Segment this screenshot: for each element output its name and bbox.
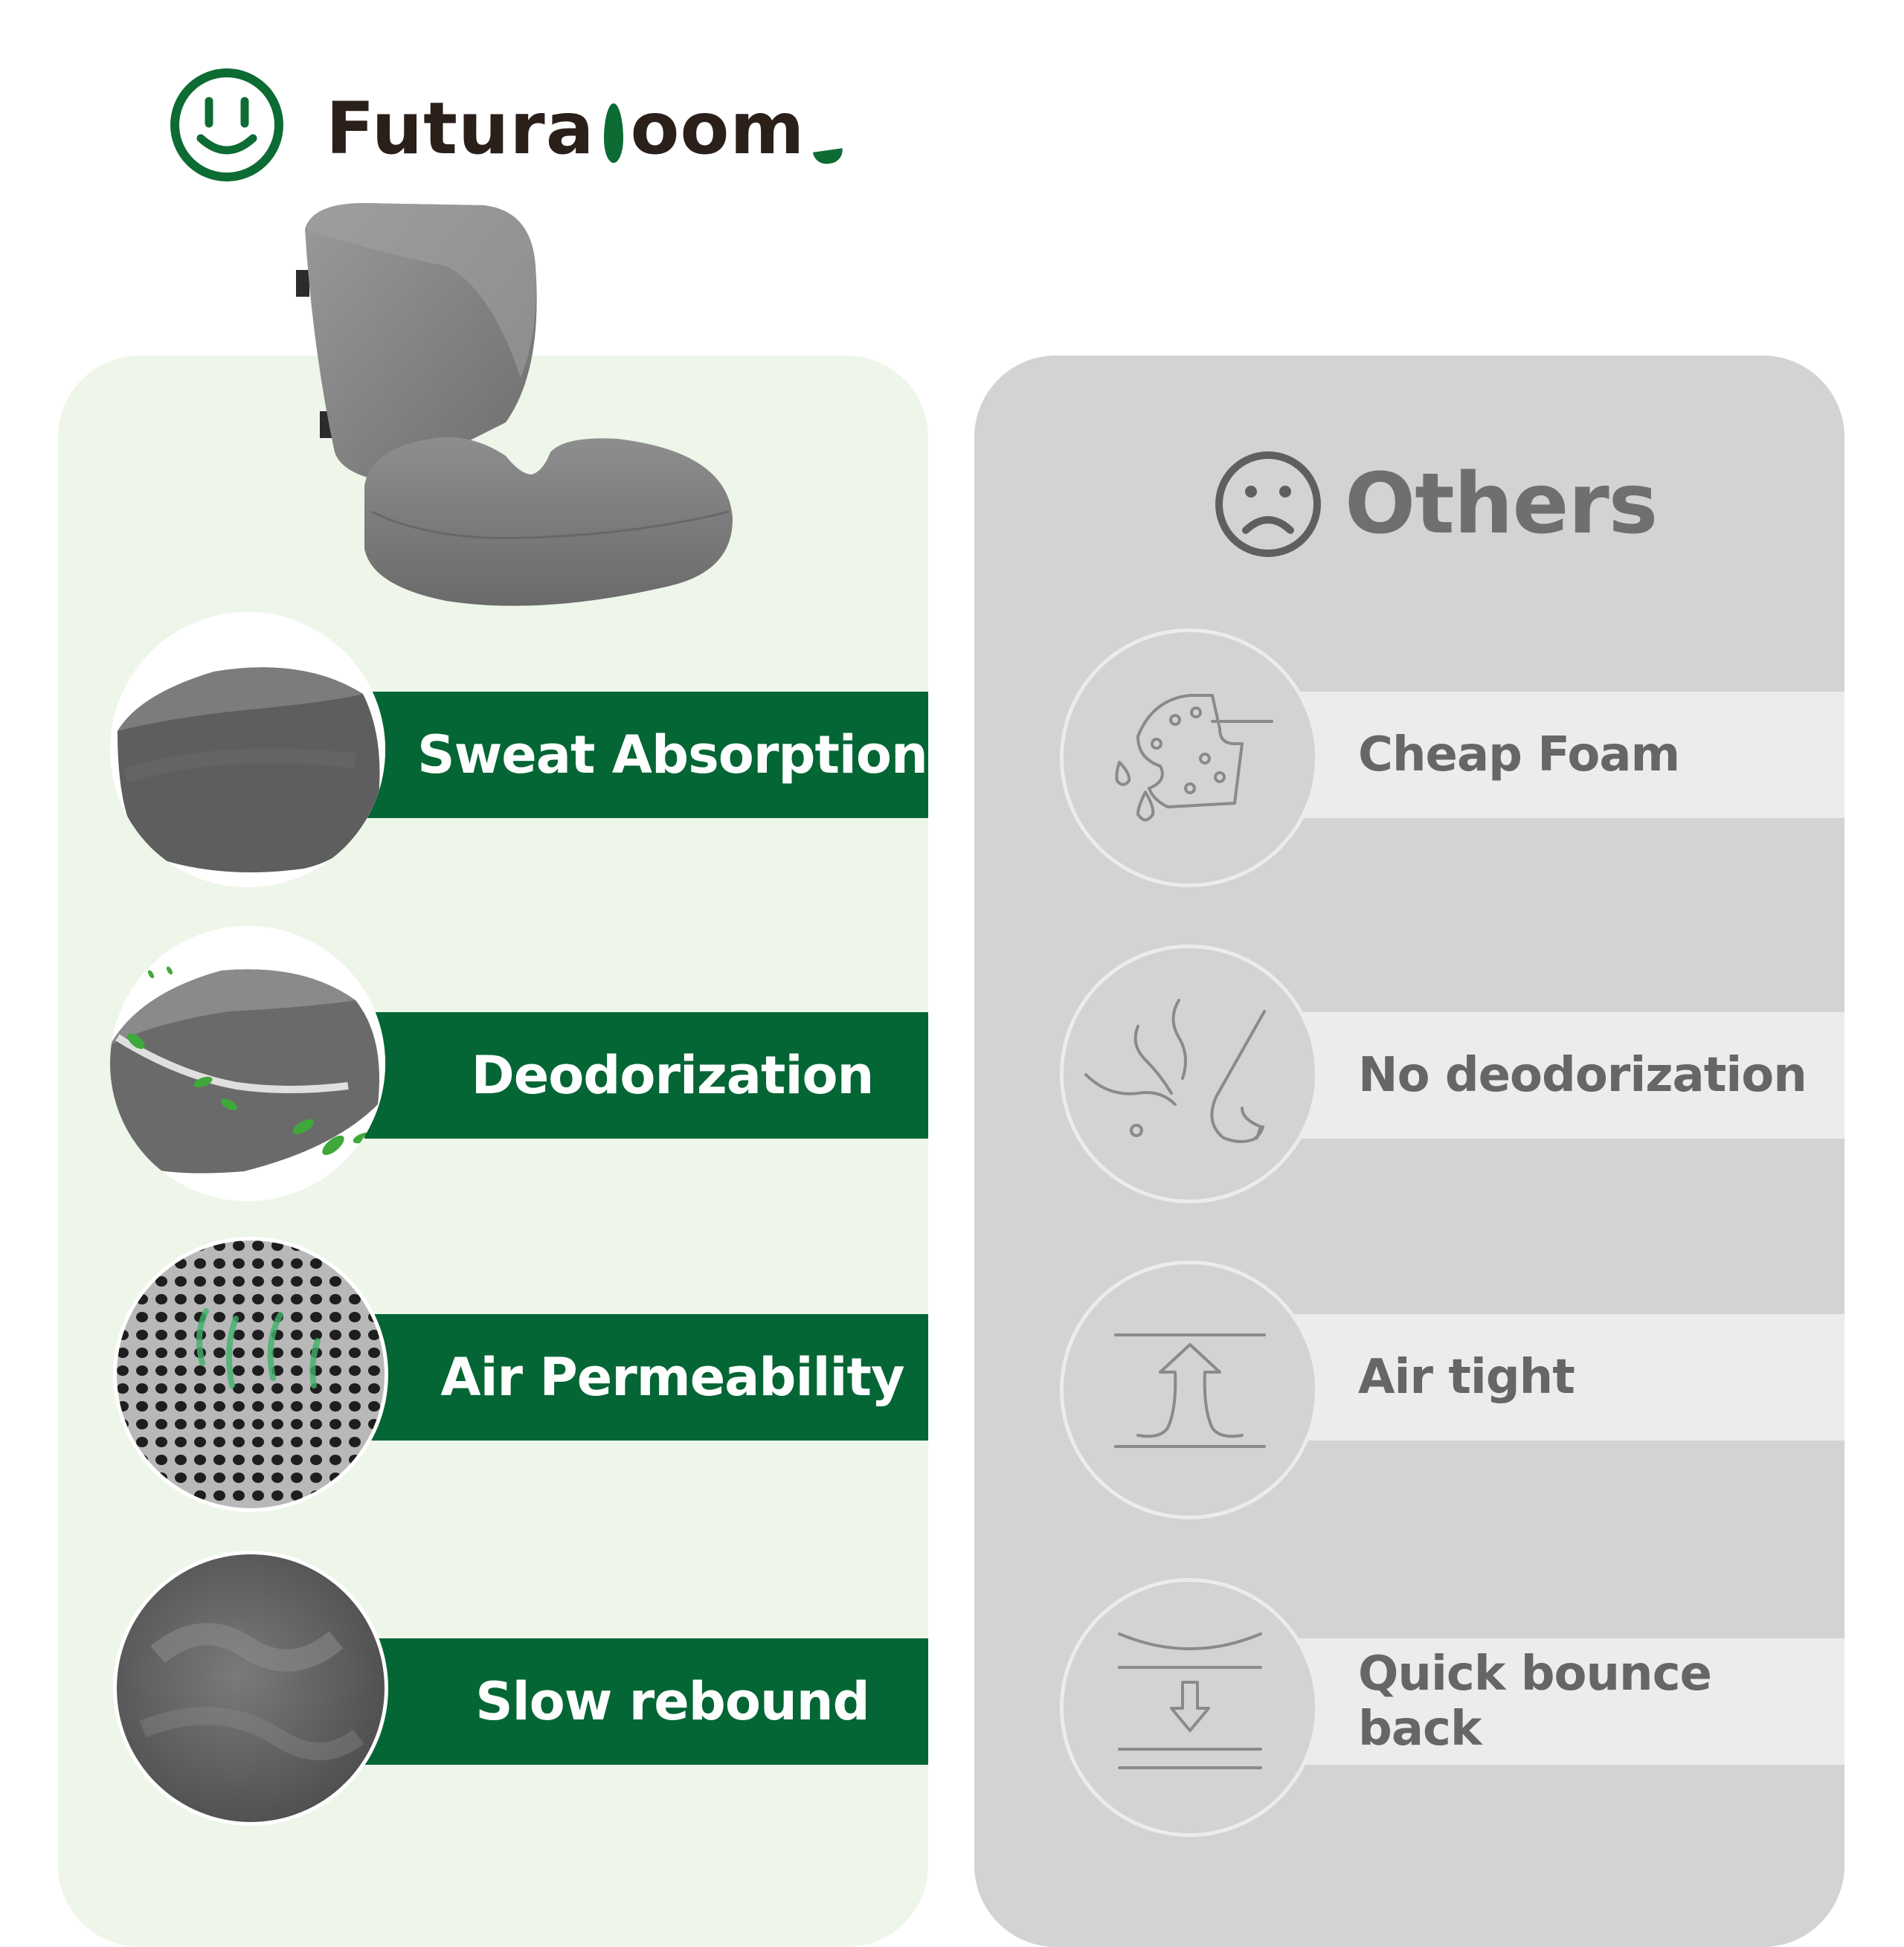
others-band-quick-bounce-back: Quick bounce back [1264,1638,1844,1765]
others-label: Cheap Foam [1358,727,1680,782]
others-label: Quick bounce back [1358,1647,1712,1757]
feature-band-air-permeability: Air Permeability [364,1314,928,1441]
others-title: Others [1345,456,1658,553]
leaf-dot-icon [813,148,845,166]
smiley-logo-icon [167,65,286,184]
brand-name-suffix: oom [630,87,805,170]
smell-nose-icon [1060,944,1319,1203]
blocked-air-icon [1060,1261,1319,1519]
others-band-air-tight: Air tight [1264,1314,1844,1441]
others-header: Others [1212,445,1658,564]
compress-arrow-icon [1060,1578,1319,1837]
others-label: No deodorization [1358,1048,1807,1103]
leaf-letter-icon [603,103,623,163]
others-band-no-deodorization: No deodorization [1264,1012,1844,1139]
cushion-set-product-image [283,199,744,646]
foam-surface-photo [110,612,385,887]
feature-band-deodorization: Deodorization [364,1012,928,1139]
memory-foam-photo [113,1551,388,1826]
brand-name-prefix: Futura [326,87,595,170]
feature-band-sweat-absorption: Sweat Absorption [364,692,928,818]
feature-band-slow-rebound: Slow rebound [364,1638,928,1765]
brand-name: Futura oom [326,87,845,170]
others-band-cheap-foam: Cheap Foam [1264,692,1844,818]
foam-leaves-photo [110,926,385,1201]
mesh-fabric-photo [113,1237,388,1512]
feature-label: Deodorization [471,1045,875,1106]
others-label: Air tight [1358,1350,1575,1405]
feature-label: Sweat Absorption [417,724,928,785]
feature-label: Slow rebound [475,1671,870,1732]
sad-face-icon [1215,451,1321,557]
crumbling-foam-icon [1060,628,1319,887]
feature-label: Air Permeability [440,1347,904,1408]
